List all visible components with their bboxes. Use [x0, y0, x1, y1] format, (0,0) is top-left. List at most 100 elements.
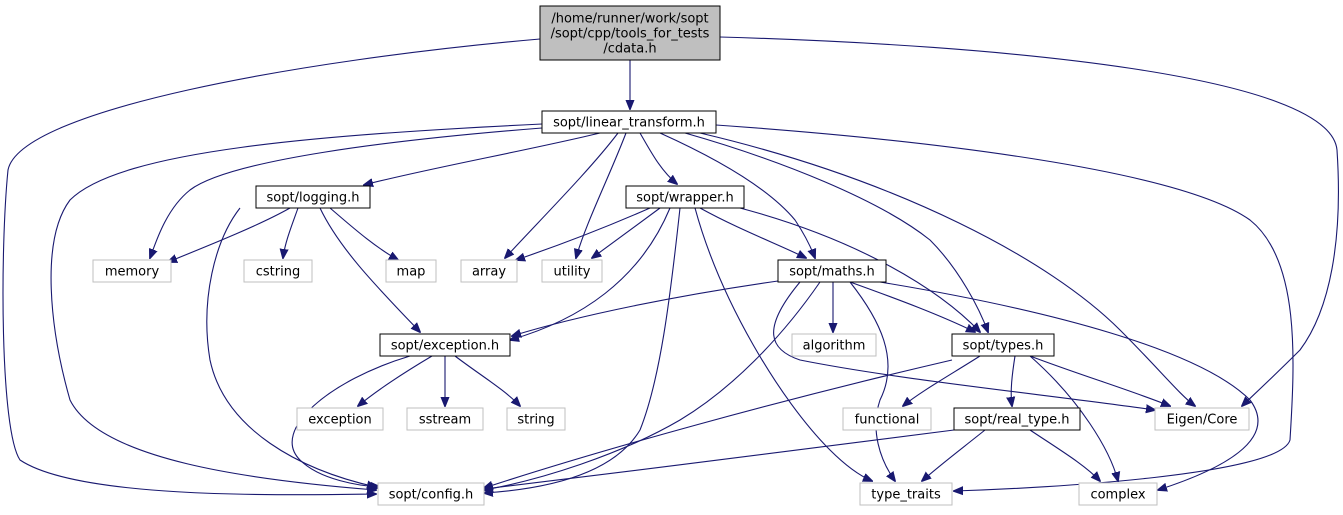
- node-memory: memory: [92, 259, 172, 283]
- node-types[interactable]: sopt/types.h: [951, 333, 1055, 357]
- edge-maths-to-complex: [879, 281, 1259, 490]
- edge-logging-to-config: [206, 207, 376, 487]
- node-label-maths: sopt/maths.h: [789, 265, 875, 280]
- node-label-cstring: cstring: [256, 265, 300, 280]
- node-box-memory: [92, 259, 172, 283]
- node-label-cdata-line-3: /cdata.h: [603, 42, 656, 57]
- node-label-linear: sopt/linear_transform.h: [553, 116, 705, 131]
- edge-types-to-config: [484, 359, 953, 488]
- edge-linear-to-memory: [150, 127, 543, 258]
- node-exceptionh: exception: [296, 407, 384, 431]
- node-label-exceptionh: exception: [308, 413, 372, 428]
- edge-maths-to-config: [484, 281, 821, 490]
- node-realtype[interactable]: sopt/real_type.h: [953, 407, 1081, 431]
- node-label-map: map: [397, 265, 426, 280]
- edge-types-to-functional: [903, 355, 981, 406]
- edge-linear-to-logging: [364, 132, 601, 185]
- edge-linear-to-eigencore: [699, 132, 1195, 406]
- node-label-memory: memory: [105, 265, 160, 280]
- node-label-cdata-line-1: /home/runner/work/sopt: [551, 12, 708, 27]
- node-box-functional: [842, 407, 932, 431]
- edge-wrapper-to-array: [516, 207, 651, 260]
- node-box-map: [385, 259, 437, 283]
- node-box-exceptionh: [296, 407, 384, 431]
- node-map: map: [385, 259, 437, 283]
- node-label-algorithm: algorithm: [803, 339, 866, 354]
- node-box-eigencore: [1154, 407, 1250, 431]
- node-typetraits: type_traits: [859, 482, 953, 506]
- edge-types-to-eigencore: [1029, 355, 1170, 406]
- node-box-complex: [1078, 482, 1158, 506]
- edge-wrapper-to-maths: [699, 207, 806, 258]
- edge-linear-to-utility: [576, 132, 627, 258]
- node-label-types: sopt/types.h: [963, 339, 1044, 354]
- node-box-array: [460, 259, 518, 283]
- edge-realtype-to-complex: [1029, 429, 1100, 481]
- node-label-config: sopt/config.h: [389, 488, 474, 503]
- edge-exception-to-config: [291, 355, 411, 487]
- node-exception[interactable]: sopt/exception.h: [379, 333, 511, 357]
- node-label-eigencore: Eigen/Core: [1167, 413, 1238, 428]
- node-maths[interactable]: sopt/maths.h: [777, 259, 887, 283]
- edge-logging-to-map: [329, 207, 398, 260]
- edge-exception-to-string: [454, 355, 520, 406]
- edge-wrapper-to-config: [484, 207, 681, 493]
- node-logging[interactable]: sopt/logging.h: [255, 185, 371, 209]
- node-box-exception: [379, 333, 511, 357]
- edge-wrapper-to-typetraits: [694, 207, 872, 481]
- node-linear[interactable]: sopt/linear_transform.h: [541, 110, 717, 134]
- node-box-typetraits: [859, 482, 953, 506]
- node-array: array: [460, 259, 518, 283]
- node-box-utility: [541, 259, 603, 283]
- node-label-string: string: [517, 413, 554, 428]
- node-box-wrapper: [625, 185, 745, 209]
- node-cdata[interactable]: /home/runner/work/sopt/sopt/cpp/tools_fo…: [539, 5, 721, 61]
- node-string: string: [506, 407, 566, 431]
- edge-linear-to-maths: [659, 132, 815, 258]
- node-box-maths: [777, 259, 887, 283]
- node-label-functional: functional: [855, 413, 920, 428]
- node-label-exception: sopt/exception.h: [391, 339, 499, 354]
- nodes: /home/runner/work/sopt/sopt/cpp/tools_fo…: [92, 5, 1250, 506]
- edge-cdata-to-config: [2, 38, 541, 495]
- edge-types-to-complex: [1029, 355, 1118, 481]
- edge-linear-to-array: [505, 132, 619, 258]
- node-box-realtype: [953, 407, 1081, 431]
- node-complex: complex: [1078, 482, 1158, 506]
- edge-wrapper-to-exception: [510, 207, 671, 340]
- node-box-logging: [255, 185, 371, 209]
- edge-linear-to-config: [50, 123, 543, 490]
- edge-logging-to-exception: [319, 207, 420, 332]
- node-label-complex: complex: [1090, 488, 1145, 503]
- node-box-linear: [541, 110, 717, 134]
- edges: [2, 36, 1339, 495]
- edge-wrapper-to-types: [739, 207, 980, 332]
- node-utility: utility: [541, 259, 603, 283]
- edge-logging-to-cstring: [283, 207, 299, 258]
- node-label-wrapper: sopt/wrapper.h: [636, 191, 733, 206]
- edge-cdata-to-eigencore: [719, 36, 1339, 406]
- node-box-cstring: [243, 259, 313, 283]
- edge-exception-to-exceptionh: [358, 355, 433, 406]
- node-config: sopt/config.h: [377, 482, 485, 506]
- edge-maths-to-typetraits: [849, 281, 895, 481]
- edge-realtype-to-typetraits: [922, 429, 986, 481]
- edge-maths-to-types: [849, 281, 975, 332]
- node-label-realtype: sopt/real_type.h: [964, 413, 1069, 428]
- node-wrapper[interactable]: sopt/wrapper.h: [625, 185, 745, 209]
- node-cstring: cstring: [243, 259, 313, 283]
- node-label-cdata-line-2: /sopt/cpp/tools_for_tests: [551, 27, 710, 42]
- edge-linear-to-typetraits: [715, 124, 1294, 491]
- node-box-sstream: [406, 407, 484, 431]
- edge-linear-to-wrapper: [639, 132, 677, 184]
- edge-types-to-realtype: [1011, 355, 1016, 406]
- node-box-cdata: [539, 5, 721, 61]
- edge-realtype-to-config: [484, 429, 955, 489]
- node-label-array: array: [472, 265, 506, 280]
- edge-wrapper-to-utility: [592, 207, 661, 258]
- node-label-typetraits: type_traits: [871, 488, 941, 503]
- node-box-string: [506, 407, 566, 431]
- edge-maths-to-exception: [512, 280, 779, 336]
- node-box-types: [951, 333, 1055, 357]
